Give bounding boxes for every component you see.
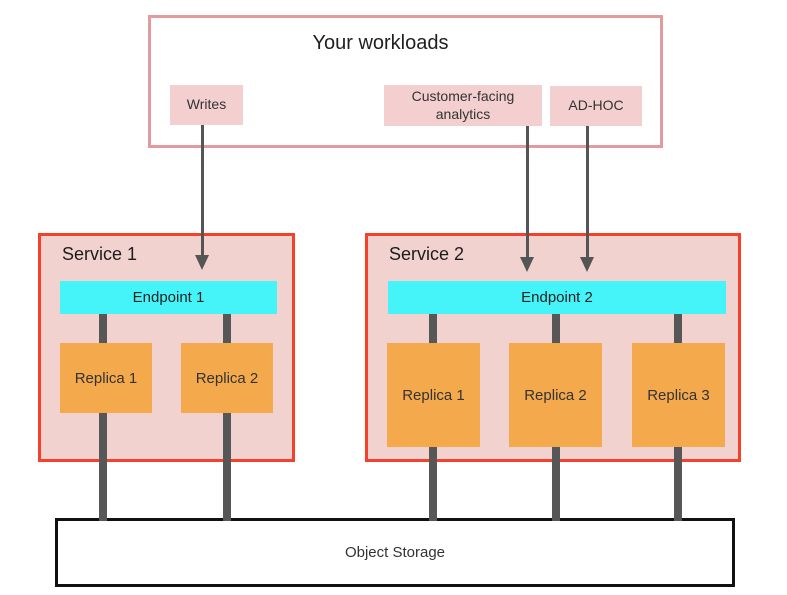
arrow-down-icon	[520, 257, 534, 272]
arrow-down-icon	[580, 257, 594, 272]
service1-endpoint-label: Endpoint 1	[132, 289, 205, 306]
connector-endpoint1-replica1	[99, 314, 107, 343]
service1-replica1-label: Replica 1	[74, 369, 138, 387]
service1-label: Service 1	[62, 244, 138, 264]
service2-endpoint: Endpoint 2	[388, 281, 726, 314]
service2-replica2: Replica 2	[509, 343, 602, 447]
arrow-writes-to-endpoint1-line	[201, 125, 204, 256]
workload-chip-customer-facing-analytics: Customer-facing analytics	[384, 85, 542, 126]
service2-replica2-label: Replica 2	[524, 386, 587, 404]
connector-s2replica1-storage	[429, 447, 437, 521]
object-storage-label: Object Storage	[344, 544, 446, 561]
workload-chip-adhoc-label: AD-HOC	[568, 97, 624, 114]
workloads-title: Your workloads	[312, 32, 449, 54]
service1-replica2-label: Replica 2	[195, 369, 259, 387]
connector-endpoint1-replica2	[223, 314, 231, 343]
workload-chip-writes-label: Writes	[186, 96, 227, 113]
connector-endpoint2-replica1	[429, 314, 437, 343]
connector-s2replica3-storage	[674, 447, 682, 521]
workload-chip-adhoc: AD-HOC	[550, 86, 642, 126]
arrow-adhoc-to-endpoint2-line	[586, 126, 589, 258]
service2-endpoint-label: Endpoint 2	[521, 289, 593, 306]
connector-endpoint2-replica2	[552, 314, 560, 343]
service2-replica1: Replica 1	[387, 343, 480, 447]
connector-s2replica2-storage	[552, 447, 560, 521]
workload-chip-writes: Writes	[170, 85, 243, 125]
workload-chip-cfa-label: Customer-facing analytics	[411, 88, 515, 122]
service1-replica1: Replica 1	[60, 343, 152, 413]
connector-endpoint2-replica3	[674, 314, 682, 343]
service2-replica3: Replica 3	[632, 343, 725, 447]
service2-replica3-label: Replica 3	[647, 386, 710, 404]
connector-s1replica1-storage	[99, 413, 107, 521]
service2-label: Service 2	[389, 244, 465, 264]
service1-replica2: Replica 2	[181, 343, 273, 413]
service2-replica1-label: Replica 1	[402, 386, 465, 404]
object-storage-box: Object Storage	[55, 518, 735, 587]
arrow-down-icon	[195, 255, 209, 270]
service1-endpoint: Endpoint 1	[60, 281, 277, 314]
connector-s1replica2-storage	[223, 413, 231, 521]
arrow-analytics-to-endpoint2-line	[526, 126, 529, 258]
